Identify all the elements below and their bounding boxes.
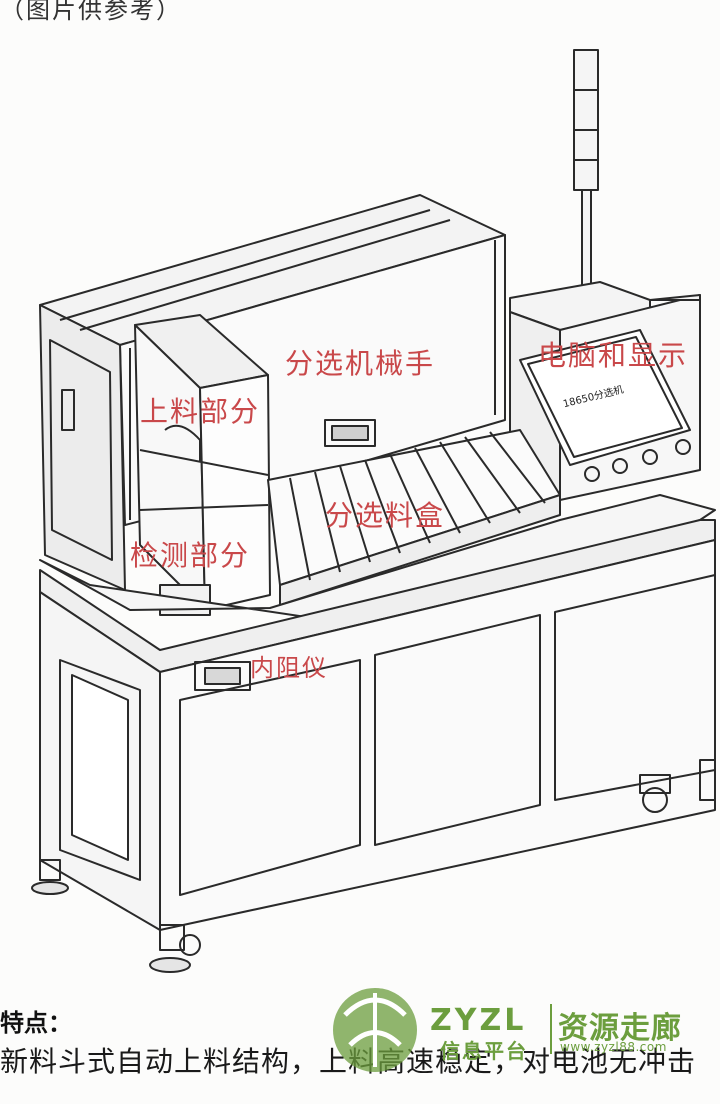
- features-heading: 特点：: [0, 1008, 72, 1037]
- lower-cabinet: [39, 539, 716, 931]
- sorting-trays: [267, 429, 561, 606]
- watermark-divider: [550, 1004, 552, 1054]
- watermark-cn: 资源走廊: [558, 1011, 682, 1046]
- label-sorting-box: 分选料盒: [325, 499, 446, 532]
- watermark-brand: ZYZL: [430, 1003, 527, 1038]
- machine-drawing: [31, 49, 716, 973]
- label-computer-display: 电脑和显示: [538, 339, 689, 372]
- label-detection: 检测部分: [130, 539, 251, 572]
- signal-tower-icon: [573, 49, 599, 291]
- label-resistance-meter: 内阻仪: [250, 654, 328, 682]
- watermark-url: www.zyzl88.com: [560, 1040, 667, 1054]
- watermark-logo-icon: [333, 988, 417, 1072]
- top-caption: （图片供参考）: [0, 0, 182, 24]
- monitor-box: [509, 281, 701, 501]
- casters: [31, 759, 716, 973]
- side-door: [49, 339, 113, 561]
- label-sorting-arm: 分选机械手: [285, 347, 436, 380]
- watermark-sub: 信息平台: [440, 1039, 528, 1063]
- label-loading: 上料部分: [140, 395, 261, 428]
